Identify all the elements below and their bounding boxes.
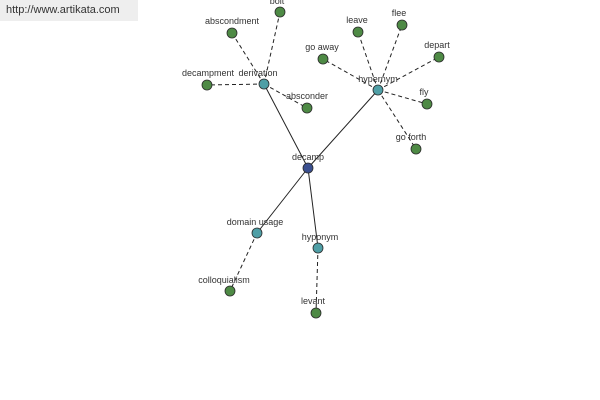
node-domain-usage-relation[interactable] bbox=[251, 227, 263, 239]
node-levant-leaf[interactable] bbox=[310, 307, 322, 319]
edge-hypernym-flee bbox=[377, 24, 403, 91]
label-decamp: decamp bbox=[292, 152, 324, 162]
label-flee: flee bbox=[392, 8, 407, 18]
node-depart-leaf[interactable] bbox=[433, 51, 445, 63]
label-colloquialism: colloquialism bbox=[198, 275, 250, 285]
node-decamp-center[interactable] bbox=[302, 162, 314, 174]
label-hyponym: hyponym bbox=[302, 232, 339, 242]
label-layer: decamp derivation bolt abscondment decampmen… bbox=[182, 0, 450, 306]
label-fly: fly bbox=[420, 87, 430, 97]
source-url-banner[interactable]: http://www.artikata.com bbox=[0, 0, 138, 21]
node-bolt-leaf[interactable] bbox=[274, 6, 286, 18]
edge-derivation-abscondment bbox=[231, 32, 265, 85]
label-domain-usage: domain usage bbox=[227, 217, 284, 227]
edge-derivation-decampment bbox=[206, 83, 265, 86]
node-colloquialism-leaf[interactable] bbox=[224, 285, 236, 297]
node-layer bbox=[201, 6, 445, 319]
edge-hypernym-fly bbox=[377, 89, 428, 105]
node-derivation-relation[interactable] bbox=[258, 78, 270, 90]
node-go-away-leaf[interactable] bbox=[317, 53, 329, 65]
edge-hypernym-go-away bbox=[322, 58, 379, 91]
node-abscondment-leaf[interactable] bbox=[226, 27, 238, 39]
node-hyponym-relation[interactable] bbox=[312, 242, 324, 254]
edge-hypernym-go-forth bbox=[377, 89, 417, 150]
label-hypernym: hypernym bbox=[358, 74, 398, 84]
edge-hypernym-leave bbox=[357, 31, 379, 91]
edge-domain-usage-colloquialism bbox=[229, 232, 258, 292]
label-bolt: bolt bbox=[270, 0, 285, 6]
label-levant: levant bbox=[301, 296, 326, 306]
node-absconder-leaf[interactable] bbox=[301, 102, 313, 114]
node-go-forth-leaf[interactable] bbox=[410, 143, 422, 155]
edge-decamp-hyponym bbox=[307, 167, 319, 249]
edge-decamp-derivation bbox=[263, 83, 309, 169]
edge-derivation-absconder bbox=[263, 83, 308, 109]
label-leave: leave bbox=[346, 15, 368, 25]
edge-hyponym-levant bbox=[315, 247, 319, 314]
edge-derivation-bolt bbox=[263, 11, 281, 85]
label-go-away: go away bbox=[305, 42, 339, 52]
edge-hypernym-depart bbox=[377, 56, 440, 91]
label-depart: depart bbox=[424, 40, 450, 50]
edge-decamp-domain-usage bbox=[256, 167, 309, 234]
node-fly-leaf[interactable] bbox=[421, 98, 433, 110]
label-absconder: absconder bbox=[286, 91, 328, 101]
label-go-forth: go forth bbox=[396, 132, 427, 142]
label-decampment: decampment bbox=[182, 68, 235, 78]
node-flee-leaf[interactable] bbox=[396, 19, 408, 31]
edge-layer bbox=[206, 11, 440, 314]
label-derivation: derivation bbox=[238, 68, 277, 78]
node-decampment-leaf[interactable] bbox=[201, 79, 213, 91]
label-abscondment: abscondment bbox=[205, 16, 260, 26]
node-leave-leaf[interactable] bbox=[352, 26, 364, 38]
node-hypernym-relation[interactable] bbox=[372, 84, 384, 96]
edge-decamp-hypernym bbox=[307, 89, 379, 169]
